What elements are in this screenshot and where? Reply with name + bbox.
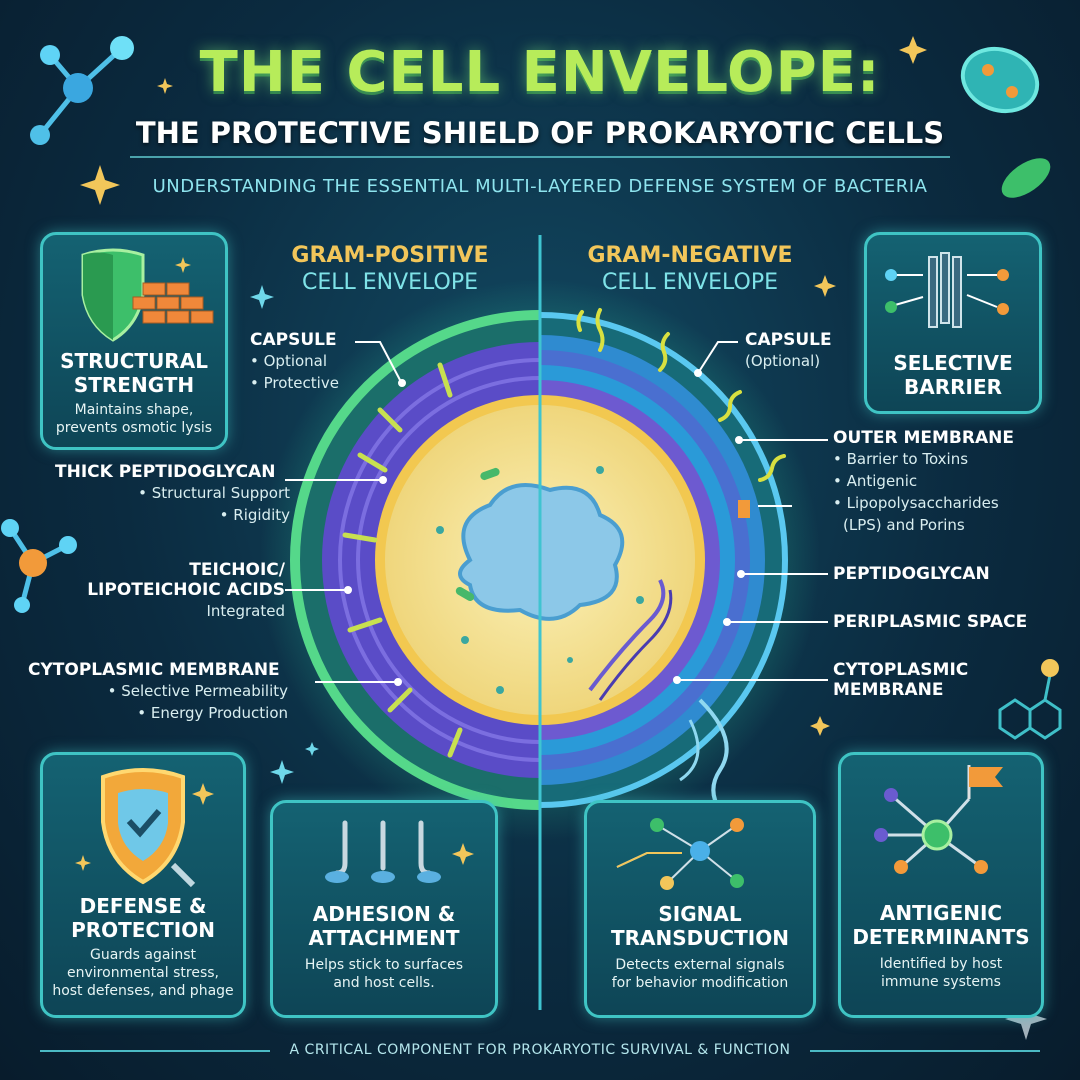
label-cytoplasmic-membrane-positive: CYTOPLASMIC MEMBRANE • Selective Permeab… bbox=[28, 660, 288, 722]
sparkle-icon bbox=[1005, 998, 1047, 1040]
hexagon-molecule-icon bbox=[998, 659, 1062, 740]
molecule-icon bbox=[30, 36, 134, 145]
panel-defense-protection: DEFENSE & PROTECTION Guards against envi… bbox=[40, 752, 246, 1018]
antigen-flag-icon bbox=[874, 765, 1003, 874]
label-teichoic-acids: TEICHOIC/ LIPOTEICHOIC ACIDS Integrated bbox=[87, 560, 285, 620]
plasmid-dna-icon bbox=[588, 579, 666, 692]
gram-positive-heading: GRAM-POSITIVE bbox=[291, 243, 489, 268]
title-divider bbox=[130, 156, 950, 158]
panel-structural-strength: STRUCTURAL STRENGTH Maintains shape, pre… bbox=[40, 232, 228, 450]
sparkle-icon bbox=[250, 285, 319, 784]
footer-line-left bbox=[40, 1050, 270, 1052]
panel-antigenic-determinants: ANTIGENIC DETERMINANTS Identified by hos… bbox=[838, 752, 1044, 1018]
pili-icon bbox=[325, 820, 474, 883]
shield-brick-icon bbox=[81, 248, 214, 342]
sparkle-icon bbox=[80, 36, 927, 736]
tagline: UNDERSTANDING THE ESSENTIAL MULTI-LAYERE… bbox=[152, 176, 928, 197]
label-capsule-positive: CAPSULE • Optional • Protective bbox=[250, 330, 339, 392]
molecule-icon bbox=[1, 519, 77, 613]
panel-selective-barrier: SELECTIVE BARRIER bbox=[864, 232, 1042, 414]
membrane-filter-icon bbox=[885, 252, 1009, 328]
lps-chains bbox=[576, 308, 786, 482]
footer-text: A CRITICAL COMPONENT FOR PROKARYOTIC SUR… bbox=[289, 1042, 791, 1058]
teichoic-acids bbox=[342, 362, 463, 758]
panel-adhesion-attachment: ADHESION & ATTACHMENT Helps stick to sur… bbox=[270, 800, 498, 1018]
gram-negative-subheading: CELL ENVELOPE bbox=[601, 270, 779, 295]
gram-negative-heading: GRAM-NEGATIVE bbox=[587, 243, 793, 268]
ribosomes bbox=[436, 466, 644, 694]
bacterium-icon bbox=[960, 46, 1051, 198]
network-icon bbox=[616, 818, 744, 890]
shield-check-icon bbox=[75, 768, 214, 888]
label-peptidoglycan-negative: PEPTIDOGLYCAN bbox=[833, 564, 990, 584]
label-capsule-negative: CAPSULE (Optional) bbox=[745, 330, 832, 370]
gram-positive-subheading: CELL ENVELOPE bbox=[301, 270, 479, 295]
label-outer-membrane: OUTER MEMBRANE • Barrier to Toxins • Ant… bbox=[833, 428, 1014, 534]
leader-lines bbox=[285, 341, 828, 686]
page-title: THE CELL ENVELOPE: bbox=[199, 40, 881, 105]
label-cytoplasmic-membrane-negative: CYTOPLASMIC MEMBRANE bbox=[833, 660, 969, 700]
label-thick-peptidoglycan: THICK PEPTIDOGLYCAN • Structural Support… bbox=[55, 462, 290, 524]
footer-line-right bbox=[810, 1050, 1040, 1052]
page-subtitle: THE PROTECTIVE SHIELD OF PROKARYOTIC CEL… bbox=[135, 116, 945, 150]
label-periplasmic-space: PERIPLASMIC SPACE bbox=[833, 612, 1028, 632]
porin-icon bbox=[738, 500, 750, 518]
panel-signal-transduction: SIGNAL TRANSDUCTION Detects external sig… bbox=[584, 800, 816, 1018]
